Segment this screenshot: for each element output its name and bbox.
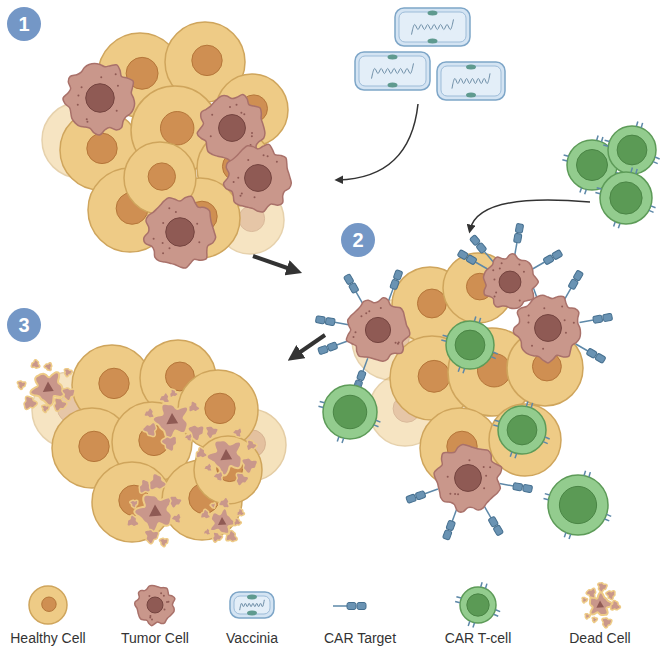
dead-cell: [200, 497, 244, 542]
tumor-cell: [63, 63, 135, 135]
dead-cell: [143, 389, 205, 451]
legend-label: CAR Target: [324, 630, 396, 647]
step-badge: 1: [6, 6, 42, 42]
step-arrow: [253, 256, 296, 271]
flow-arrow: [338, 104, 418, 180]
car-target: [511, 223, 524, 257]
step-arrow: [293, 335, 325, 357]
legend-label: Tumor Cell: [121, 630, 189, 647]
dead-cell: [582, 583, 620, 628]
tumor-cell: [224, 144, 292, 212]
tumor-cell: [346, 298, 410, 362]
car-t-cell: [493, 401, 549, 458]
car-target: [406, 486, 439, 504]
legend-label: CAR T-cell: [445, 630, 512, 647]
car-target: [457, 249, 489, 272]
car-target: [333, 603, 366, 610]
tumor-cluster: [42, 22, 291, 268]
step-badge: 2: [340, 222, 376, 258]
callout-number: 1: [6, 6, 42, 42]
car-target: [574, 341, 606, 364]
tumor-cell: [513, 295, 580, 363]
flow-arrow: [470, 200, 590, 230]
tumor-cell: [135, 585, 175, 625]
vaccinia-virus: [437, 62, 505, 100]
tumor-cell: [434, 444, 502, 512]
dead-cell: [196, 426, 257, 486]
vaccinia-virus: [230, 592, 274, 618]
car-t-cell: [595, 168, 655, 229]
car-t-cell: [441, 316, 497, 373]
car-t-cell: [603, 121, 659, 178]
step-badge: 3: [6, 307, 42, 343]
legend-label: Dead Cell: [569, 630, 630, 647]
vaccinia-virus: [395, 8, 470, 46]
car-t-cell: [455, 582, 500, 627]
callout-number: 2: [340, 222, 376, 258]
legend-label: Healthy Cell: [10, 630, 85, 647]
treated-cluster: [315, 223, 612, 540]
dead-cell: [17, 360, 75, 413]
callout-number: 3: [6, 307, 42, 343]
car-target: [481, 504, 504, 536]
car-target: [353, 357, 371, 390]
car-t-cell: [544, 471, 612, 539]
tumor-cell: [483, 254, 538, 309]
car-target: [531, 249, 563, 272]
car-target: [343, 274, 366, 306]
tumor-cell: [144, 196, 216, 268]
car-target: [385, 270, 403, 303]
car-target: [499, 480, 533, 493]
dead-cell: [127, 473, 182, 546]
healthy-cell: [92, 462, 172, 542]
healthy-cell: [194, 436, 262, 504]
legend-label: Vaccinia: [226, 630, 278, 647]
car-target: [579, 313, 613, 326]
healthy-cell: [29, 586, 67, 624]
legend-icons: [29, 582, 620, 628]
vaccinia-virus: [355, 52, 430, 90]
car-target: [315, 316, 349, 329]
car-t-cell: [318, 381, 380, 443]
cleared-cluster: [17, 340, 286, 547]
